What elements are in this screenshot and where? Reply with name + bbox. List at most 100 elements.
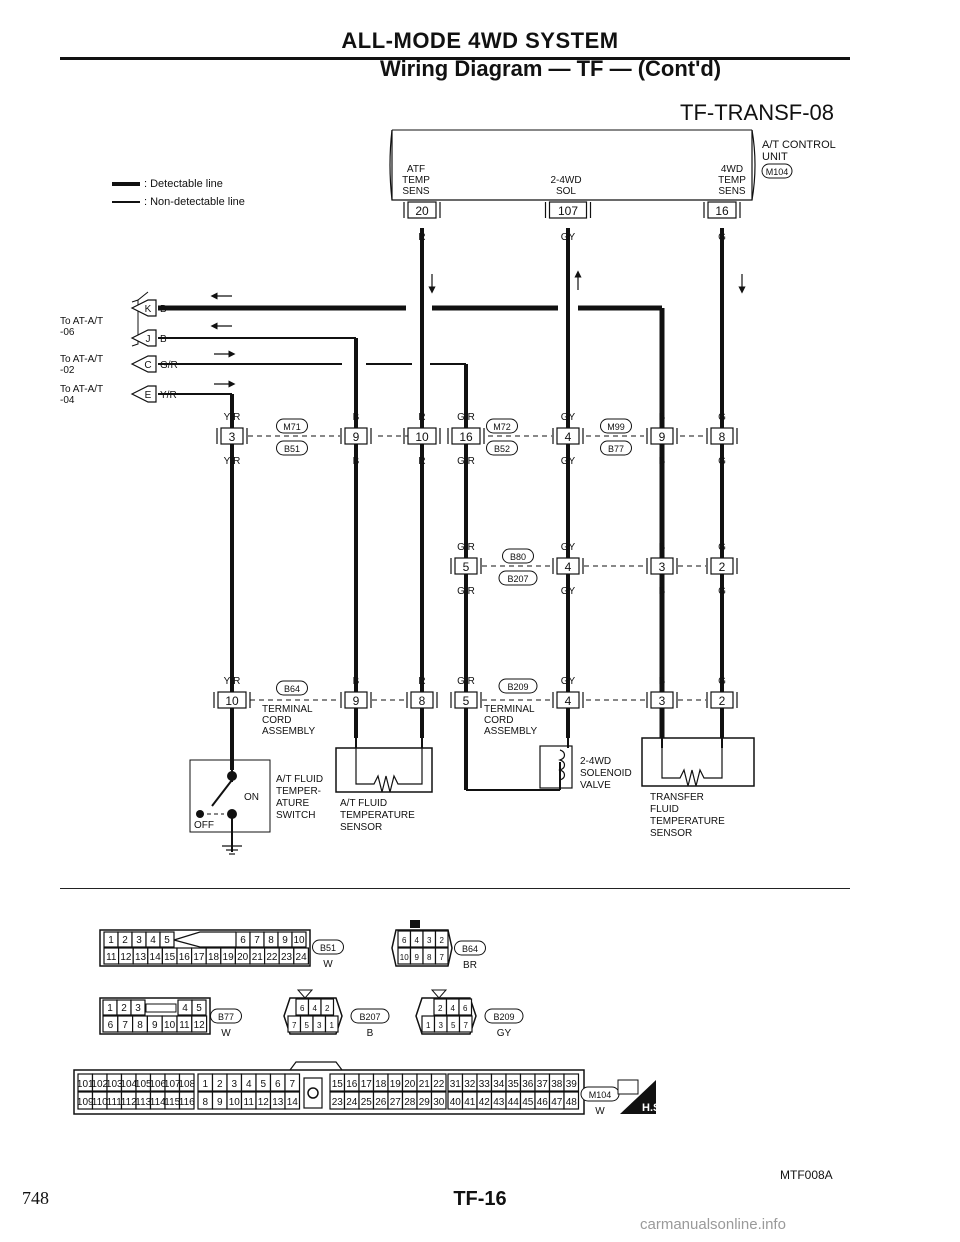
row1-bottom-1: B [353, 456, 360, 467]
cv-b64-color: BR [463, 960, 477, 971]
m104-g4r2-5: 45 [522, 1097, 534, 1108]
b77-r2-0: 6 [108, 1020, 114, 1031]
row3-top-3: G/R [457, 676, 475, 687]
tag-b64: B64 [276, 680, 308, 696]
b64-r1-1: 4 [415, 936, 420, 945]
b51-r1b-0: 6 [240, 935, 246, 946]
m104-g1r1-3: 104 [120, 1079, 137, 1090]
unit-pin-0-text: 20 [415, 204, 429, 218]
left-ref-2-wire: G/R [160, 360, 178, 371]
b51-r2-7: 18 [208, 952, 220, 963]
switch-label-l4: SWITCH [276, 810, 315, 821]
m104-g2r1-3: 4 [246, 1079, 252, 1090]
m104-g2r1-6: 7 [289, 1079, 295, 1090]
b209-r1-2: 6 [463, 1004, 468, 1013]
unit-pin-2-text: 16 [715, 204, 729, 218]
cv-m104-color: W [595, 1106, 605, 1117]
switch-label-l2: TEMPER- [276, 786, 321, 797]
m104-g4r1-6: 37 [537, 1079, 549, 1090]
m104-g4r2-6: 46 [537, 1097, 549, 1108]
tag-b207: B207 [498, 570, 538, 586]
unit-term-sol-l2: SOL [556, 186, 576, 197]
left-ref-0-to-num: -06 [60, 327, 75, 338]
unit-pin-1: 107 [544, 201, 592, 219]
b64-r2-2: 8 [427, 953, 432, 962]
m104-g4r1-7: 38 [551, 1079, 563, 1090]
cv-b64-id-text: B64 [462, 944, 478, 954]
b207-r2-1: 5 [305, 1021, 310, 1030]
m104-g4r2-0: 40 [450, 1097, 462, 1108]
b51-r2-12: 23 [281, 952, 293, 963]
switch-label-l3: ATURE [276, 798, 309, 809]
b51-r2-4: 15 [164, 952, 176, 963]
legend-detectable-label: : Detectable line [144, 178, 223, 190]
unit-term-sol-l1: 2-4WD [550, 175, 581, 186]
row1-pin-1-text: 9 [353, 430, 360, 444]
b51-r1b-3: 9 [282, 935, 288, 946]
m104-g4r2-2: 42 [479, 1097, 491, 1108]
tag-m72-text: M72 [493, 422, 511, 432]
m104-g4r1-2: 33 [479, 1079, 491, 1090]
row3-pin-2-text: 8 [419, 694, 426, 708]
left-ref-3-wire: Y/R [160, 390, 177, 401]
row3-pin-6-text: 2 [719, 694, 726, 708]
svg-text:M104: M104 [766, 167, 789, 177]
b209-r2-0: 1 [426, 1021, 431, 1030]
b77-r1a-1: 2 [121, 1003, 127, 1014]
m104-g4r2-3: 43 [493, 1097, 505, 1108]
b64-r2-3: 7 [440, 953, 445, 962]
diagram-id: TF-TRANSF-08 [680, 100, 834, 125]
b51-r1b-4: 10 [293, 935, 305, 946]
row2-top-2: B [659, 542, 666, 553]
b51-r1a-1: 2 [122, 935, 128, 946]
cv-m104-id-text: M104 [589, 1090, 612, 1100]
figure-code: MTF008A [780, 1168, 833, 1182]
wires [158, 228, 724, 852]
m104-g3r1-7: 22 [433, 1079, 445, 1090]
row3-top-2: R [418, 676, 425, 687]
m104-g1r2-5: 114 [150, 1097, 166, 1108]
b51-r1a-2: 3 [136, 935, 142, 946]
b77-r1b-0: 4 [182, 1003, 188, 1014]
row1-top-3: G/R [457, 412, 475, 423]
tag-m72: M72 [486, 418, 518, 434]
cv-b77-id-text: B77 [218, 1012, 234, 1022]
solenoid-valve: 2-4WD SOLENOID VALVE [539, 745, 632, 791]
tag-b80-text: B80 [510, 552, 526, 562]
m104-g2r2-1: 9 [217, 1097, 223, 1108]
row3-top-5: B [659, 676, 666, 687]
switch-off-label: OFF [194, 820, 214, 831]
b64-r1-0: 6 [402, 936, 407, 945]
switch-on-label: ON [244, 792, 259, 803]
row1-pin-4: 4 [552, 427, 584, 445]
m104-g1r2-1: 110 [92, 1097, 108, 1108]
row3-top-1: B [353, 676, 360, 687]
m104-g1r2-0: 109 [77, 1097, 94, 1108]
m104-g1r2-6: 115 [164, 1097, 180, 1108]
b51-r2-9: 20 [237, 952, 249, 963]
connector-tag-m104-unit: M104 [761, 163, 793, 179]
b77-r1b-1: 5 [196, 1003, 202, 1014]
left-refs: To AT-A/T -06 To AT-A/T -02 To AT-A/T -0… [60, 291, 149, 406]
current-arrows [210, 270, 746, 388]
left-ref-2-letter: C [144, 360, 151, 371]
transfer-sensor-l2: FLUID [650, 804, 679, 815]
m104-g1r2-7: 116 [179, 1097, 195, 1108]
m104-g1r1-4: 105 [135, 1079, 152, 1090]
page-id: TF-16 [453, 1188, 507, 1210]
transfer-sensor-l1: TRANSFER [650, 792, 704, 803]
b64-r1-3: 2 [440, 936, 445, 945]
unit-pin-0: 20 [403, 201, 441, 219]
m104-g1r1-6: 107 [164, 1079, 181, 1090]
unit-pin-1-text: 107 [558, 204, 578, 218]
b207-r2-0: 7 [292, 1021, 297, 1030]
row1-top-4: GY [561, 412, 576, 423]
tag-b209-text: B209 [507, 682, 528, 692]
m104-g1r1-2: 103 [106, 1079, 123, 1090]
m104-g2r1-1: 2 [217, 1079, 223, 1090]
row1-bottom-3: G/R [457, 456, 475, 467]
m104-g2r2-4: 12 [258, 1097, 270, 1108]
